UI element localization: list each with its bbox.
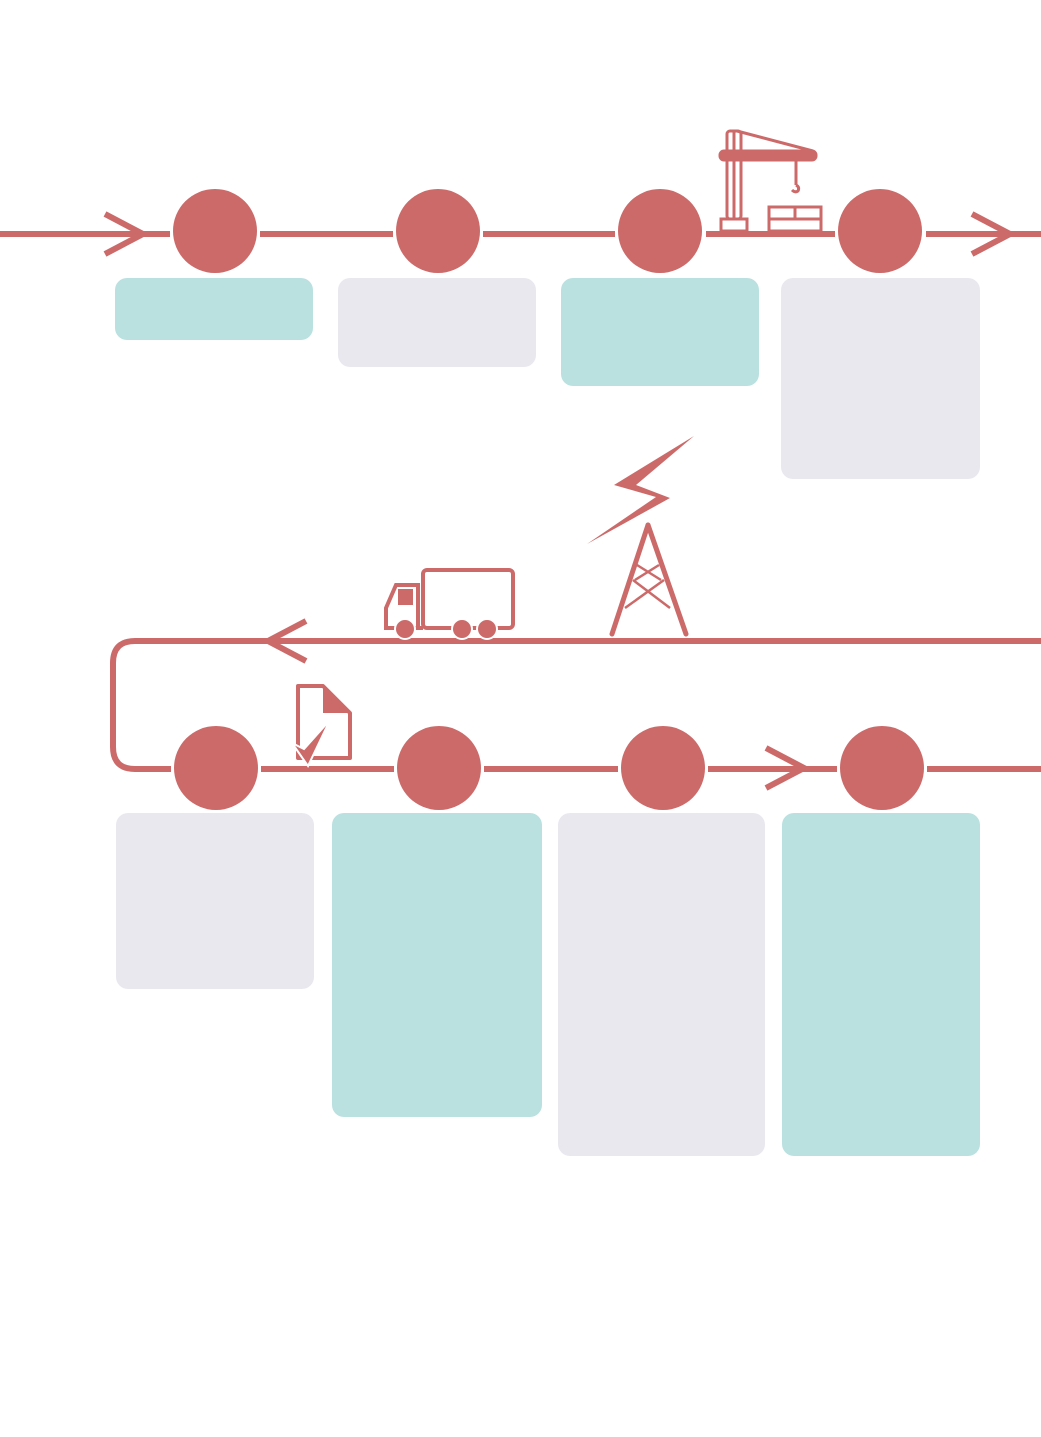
step-node-1 [173,189,257,273]
step-card-5 [116,813,314,989]
document-check-icon [291,684,352,768]
arrow-left-icon [261,618,308,664]
arrow-right-icon [103,211,150,257]
step-node-6 [397,726,481,810]
step-node-8 [840,726,924,810]
step-card-4 [781,278,980,479]
step-node-5 [174,726,258,810]
step-node-2 [396,189,480,273]
return-loop-line [110,638,1041,772]
arrow-right-icon [764,745,811,791]
step-node-4 [838,189,922,273]
step-card-3 [561,278,759,386]
step-card-6 [332,813,542,1117]
delivery-truck-icon [384,568,515,640]
step-card-1 [115,278,313,340]
step-node-3 [618,189,702,273]
step-card-8 [782,813,980,1156]
step-node-7 [621,726,705,810]
arrow-right-icon [970,211,1017,257]
step-card-7 [558,813,765,1156]
crane-icon [718,129,823,233]
step-card-2 [338,278,536,367]
power-tower-lightning-icon [587,436,694,637]
